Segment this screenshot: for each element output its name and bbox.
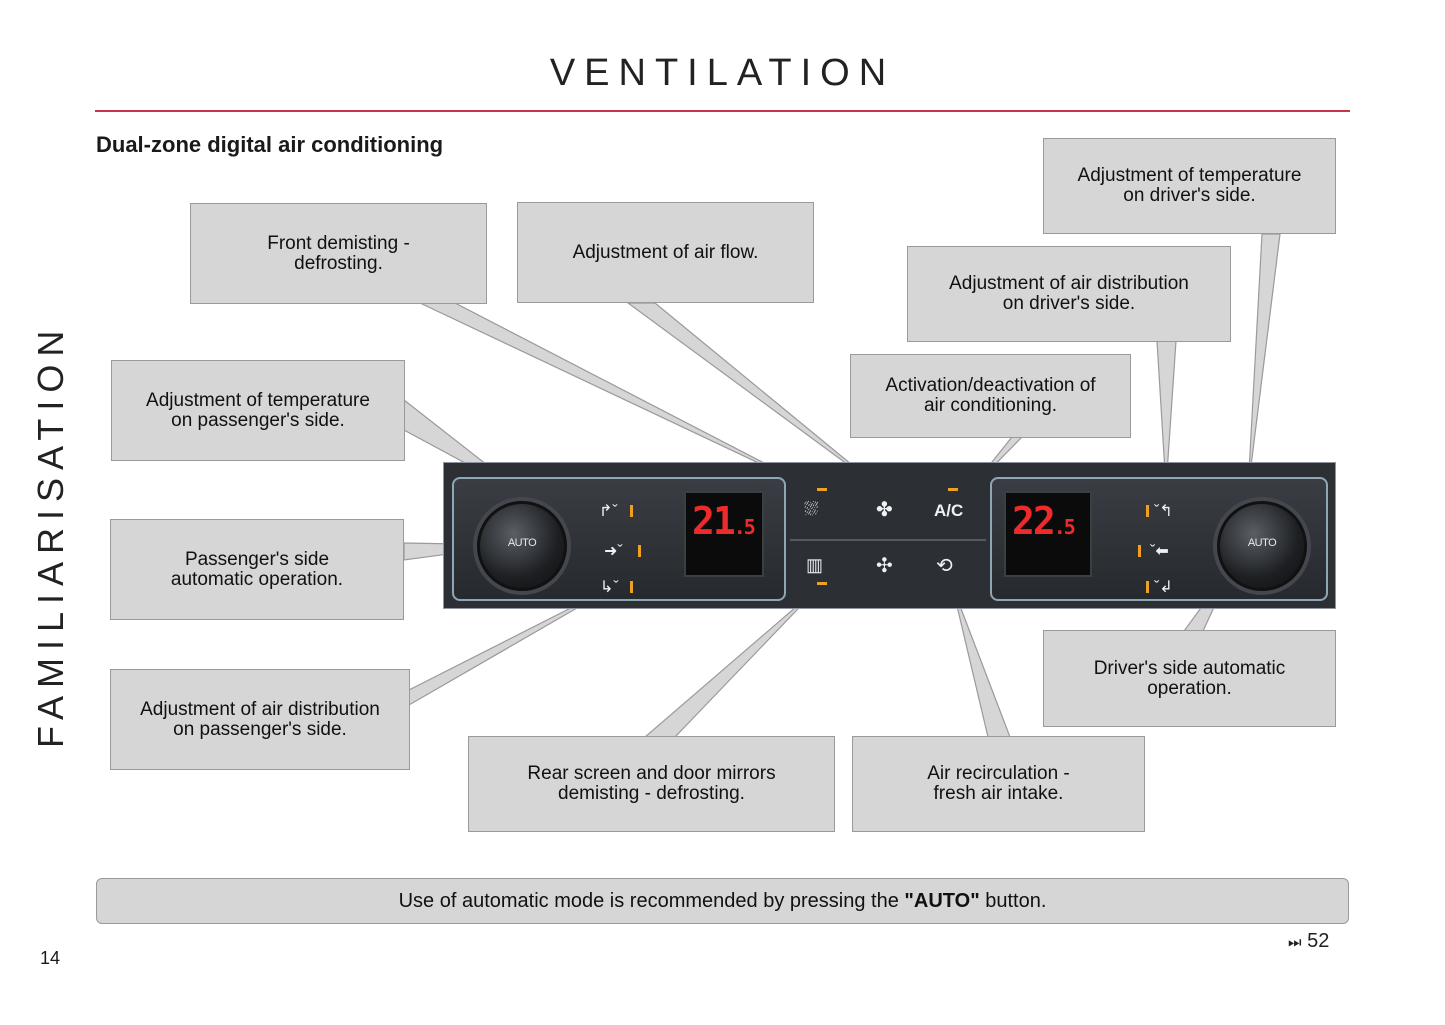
driver-temperature-display: 22.5: [1004, 491, 1092, 577]
center-controls: ⛆ ✤ A/C ▥ ✣ ⟲: [790, 481, 986, 599]
page-title: VENTILATION: [549, 52, 896, 94]
recirculation-button-icon[interactable]: ⟲: [936, 555, 953, 577]
passenger-distribution-middle-icon[interactable]: ➜ˇ: [604, 543, 623, 560]
indicator-light: [1138, 545, 1141, 557]
title-divider: [95, 110, 1350, 112]
callout-distribution-driver: Adjustment of air distribution on driver…: [907, 246, 1231, 342]
callout-auto-driver: Driver's side automatic operation.: [1043, 630, 1336, 727]
page-number: 14: [40, 948, 61, 968]
next-page-number: 52: [1307, 930, 1330, 952]
passenger-distribution-up-icon[interactable]: ↱ˇ: [599, 503, 618, 520]
callout-distribution-passenger: Adjustment of air distribution on passen…: [110, 669, 410, 770]
callout-temp-passenger: Adjustment of temperature on passenger's…: [111, 360, 405, 461]
air-flow-button-icon[interactable]: ✤: [876, 499, 893, 521]
passenger-temperature-decimal: .5: [733, 515, 756, 539]
note-emphasis: "AUTO": [904, 889, 980, 912]
indicator-light: [1146, 505, 1149, 517]
indicator-light: [1146, 581, 1149, 593]
driver-distribution-middle-icon[interactable]: ˇ⬅: [1150, 543, 1169, 560]
auto-button-label[interactable]: AUTO: [1247, 537, 1277, 549]
ac-button[interactable]: A/C: [934, 501, 964, 520]
callout-rear-screen: Rear screen and door mirrors demisting -…: [468, 736, 835, 832]
passenger-zone: AUTO ↱ˇ ➜ˇ ↳ˇ 21.5: [452, 477, 786, 601]
leader-rear-screen: [643, 587, 819, 738]
indicator-light: [817, 488, 827, 491]
callout-recirculation: Air recirculation - fresh air intake.: [852, 736, 1145, 832]
section-heading: Dual-zone digital air conditioning: [96, 132, 444, 157]
note-suffix: button.: [979, 889, 1047, 912]
passenger-temperature-knob[interactable]: AUTO: [477, 501, 567, 591]
driver-zone: 22.5 ˇ↰ ˇ⬅ ˇ↲ AUTO: [990, 477, 1328, 601]
driver-distribution-down-icon[interactable]: ˇ↲: [1154, 579, 1173, 596]
passenger-distribution-down-icon[interactable]: ↳ˇ: [600, 579, 619, 596]
callout-front-demisting: Front demisting - defrosting.: [190, 203, 487, 304]
indicator-light: [630, 581, 633, 593]
auto-button-label[interactable]: AUTO: [507, 537, 537, 549]
fast-forward-icon: ⏭: [1288, 934, 1302, 951]
callout-air-conditioning: Activation/deactivation of air condition…: [850, 354, 1131, 438]
fan-icon[interactable]: ✣: [876, 555, 893, 577]
callout-temp-driver: Adjustment of temperature on driver's si…: [1043, 138, 1336, 234]
indicator-light: [638, 545, 641, 557]
leader-air-flow: [626, 302, 886, 493]
indicator-light: [630, 505, 633, 517]
leader-temp-driver: [1247, 233, 1281, 491]
driver-temperature-decimal: .5: [1053, 515, 1076, 539]
driver-temperature-knob[interactable]: AUTO: [1217, 501, 1307, 591]
rear-demist-button-icon[interactable]: ▥: [806, 555, 824, 575]
front-demist-button-icon[interactable]: ⛆: [804, 499, 819, 519]
passenger-temperature-display: 21.5: [684, 491, 764, 577]
recommendation-note: Use of automatic mode is recommended by …: [96, 878, 1349, 924]
callout-auto-passenger: Passenger's side automatic operation.: [110, 519, 404, 620]
next-page-link[interactable]: ⏭ 52: [1288, 930, 1329, 953]
driver-temperature-value: 22: [1012, 499, 1056, 543]
indicator-light: [948, 488, 958, 491]
indicator-light: [817, 582, 827, 585]
driver-distribution-up-icon[interactable]: ˇ↰: [1154, 503, 1173, 520]
climate-control-panel: AUTO ↱ˇ ➜ˇ ↳ˇ 21.5 ⛆ ✤ A/C ▥ ✣ ⟲ 22.5 ˇ↰…: [443, 462, 1336, 609]
panel-divider: [790, 539, 986, 541]
callout-air-flow: Adjustment of air flow.: [517, 202, 814, 303]
passenger-temperature-value: 21: [692, 499, 736, 543]
note-prefix: Use of automatic mode is recommended by …: [398, 889, 905, 912]
